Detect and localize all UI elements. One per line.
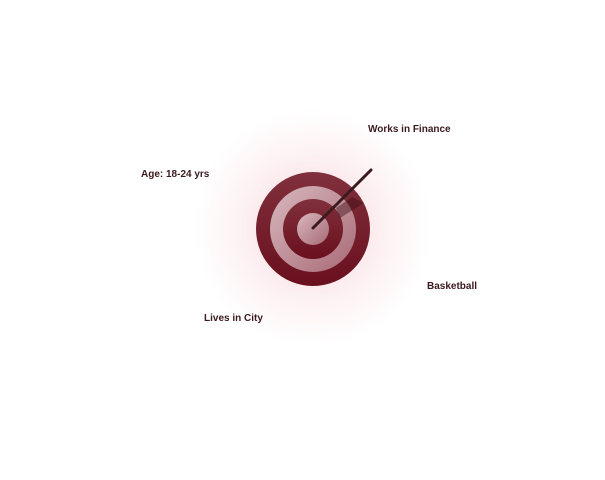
arrow-shadow [336, 197, 364, 218]
label-works-in-finance: Works in Finance [368, 124, 451, 135]
label-lives-in-city: Lives in City [204, 313, 263, 324]
label-age: Age: 18-24 yrs [141, 169, 210, 180]
label-basketball: Basketball [427, 281, 478, 292]
arrow-icon [311, 168, 373, 230]
